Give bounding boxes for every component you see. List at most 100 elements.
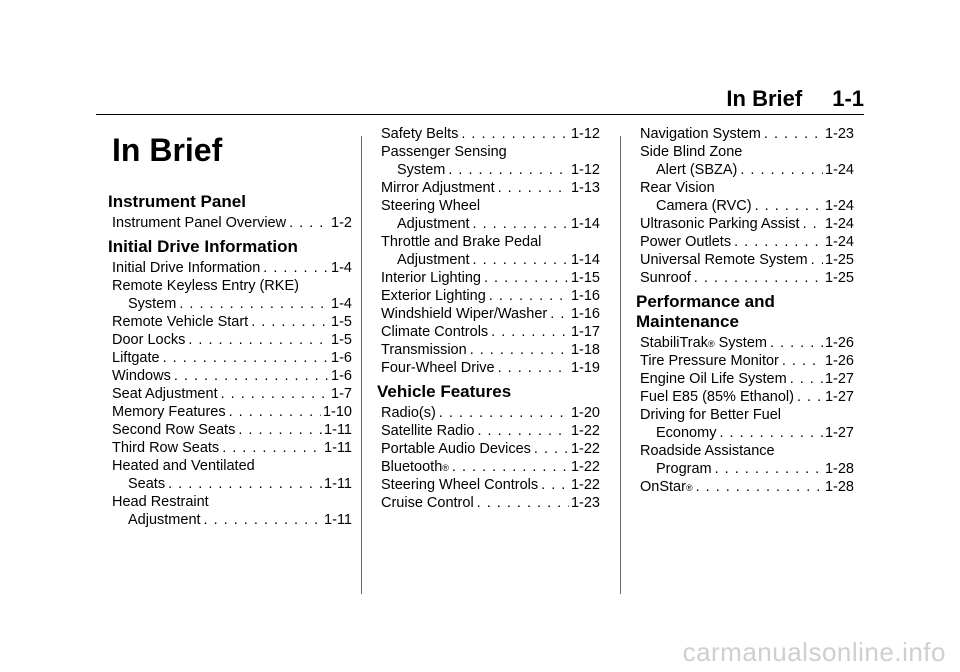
toc-entry-title: Satellite Radio (381, 423, 475, 439)
toc-entry-line: Engine Oil Life System1-27 (640, 370, 854, 388)
toc-entry-title: Mirror Adjustment (381, 180, 495, 196)
dot-leader (790, 370, 823, 388)
toc-entry[interactable]: Third Row Seats1-11 (112, 439, 352, 457)
toc-entry-page: 1-14 (570, 252, 600, 268)
toc-entry-title: Portable Audio Devices (381, 441, 531, 457)
toc-entry[interactable]: Second Row Seats1-11 (112, 421, 352, 439)
toc-entry[interactable]: Universal Remote System1-25 (640, 251, 854, 269)
toc-entry-line: System1-4 (112, 295, 352, 313)
toc-entry[interactable]: Remote Vehicle Start1-5 (112, 313, 352, 331)
toc-entry[interactable]: OnStar®1-28 (640, 478, 854, 496)
running-head-page-number: 1-1 (832, 86, 864, 111)
toc-entry-title: Seat Adjustment (112, 386, 218, 402)
toc-entry-line: Instrument Panel Overview1-2 (112, 214, 352, 232)
toc-entry-page: 1-24 (824, 198, 854, 214)
toc-entry[interactable]: Tire Pressure Monitor1-26 (640, 352, 854, 370)
toc-entry[interactable]: Ultrasonic Parking Assist1-24 (640, 215, 854, 233)
toc-entry-line: Seats1-11 (112, 475, 352, 493)
toc-entry[interactable]: Sunroof1-25 (640, 269, 854, 287)
toc-entry-line: Third Row Seats1-11 (112, 439, 352, 457)
toc-entry-title: Sunroof (640, 270, 691, 286)
dot-leader (797, 388, 823, 406)
toc-entry-page: 1-6 (331, 350, 352, 366)
toc-entry[interactable]: Climate Controls1-17 (381, 323, 600, 341)
toc-entry[interactable]: Portable Audio Devices1-22 (381, 440, 600, 458)
toc-entry-title: System (397, 162, 446, 178)
dot-leader (473, 251, 569, 269)
dot-leader (498, 179, 569, 197)
toc-entry-line: Liftgate1-6 (112, 349, 352, 367)
toc-entry[interactable]: Mirror Adjustment1-13 (381, 179, 600, 197)
toc-entry-title: Steering Wheel Controls (381, 477, 539, 493)
dot-leader (251, 313, 329, 331)
toc-entry-title: Remote Vehicle Start (112, 314, 249, 330)
toc-entry-page: 1-6 (331, 368, 352, 384)
toc-entry[interactable]: Power Outlets1-24 (640, 233, 854, 251)
toc-entry[interactable]: Memory Features1-10 (112, 403, 352, 421)
toc-entry[interactable]: Steering Wheel Controls1-22 (381, 476, 600, 494)
column-divider (361, 136, 362, 594)
toc-entry[interactable]: Navigation System1-23 (640, 125, 854, 143)
toc-entry[interactable]: Liftgate1-6 (112, 349, 352, 367)
toc-entry[interactable]: Door Locks1-5 (112, 331, 352, 349)
toc-entry-line: Windows1-6 (112, 367, 352, 385)
toc-entry[interactable]: Instrument Panel Overview1-2 (112, 214, 352, 232)
toc-entry[interactable]: Roadside AssistanceProgram1-28 (640, 442, 854, 478)
dot-leader (163, 349, 329, 367)
toc-entry-title: Seats (128, 476, 166, 492)
toc-entry[interactable]: Bluetooth®1-22 (381, 458, 600, 476)
toc-entry[interactable]: Heated and VentilatedSeats1-11 (112, 457, 352, 493)
toc-entry-page: 1-23 (824, 126, 854, 142)
toc-entry[interactable]: Four-Wheel Drive1-19 (381, 359, 600, 377)
toc-entry-line: Remote Vehicle Start1-5 (112, 313, 352, 331)
toc-entry-line: Adjustment1-14 (381, 215, 600, 233)
toc-entry[interactable]: Fuel E85 (85% Ethanol)1-27 (640, 388, 854, 406)
toc-entry-line: Camera (RVC) 1-24 (640, 197, 854, 215)
toc-entry-page: 1-19 (570, 360, 600, 376)
toc-entry-title: Tire Pressure Monitor (640, 353, 779, 369)
toc-entry-line: Interior Lighting1-15 (381, 269, 600, 287)
toc-entry[interactable]: Engine Oil Life System1-27 (640, 370, 854, 388)
toc-entry-title: Camera (RVC) (656, 198, 752, 214)
toc-entry[interactable]: Windows1-6 (112, 367, 352, 385)
toc-entry[interactable]: Steering WheelAdjustment1-14 (381, 197, 600, 233)
dot-leader (491, 323, 569, 341)
toc-entry-title: Adjustment (397, 216, 470, 232)
toc-entry[interactable]: Head RestraintAdjustment1-11 (112, 493, 352, 529)
toc-entry[interactable]: StabiliTrak® System1-26 (640, 334, 854, 352)
dot-leader (204, 511, 323, 529)
toc-entry[interactable]: Driving for Better FuelEconomy1-27 (640, 406, 854, 442)
toc-entry-title: Alert (SBZA) (656, 162, 738, 178)
toc-entry[interactable]: Passenger SensingSystem1-12 (381, 143, 600, 179)
toc-entry-line: Door Locks1-5 (112, 331, 352, 349)
toc-entry-line: Roadside Assistance (640, 442, 854, 460)
toc-entry-line: Alert (SBZA)1-24 (640, 161, 854, 179)
toc-entry-title: Fuel E85 (85% Ethanol) (640, 389, 794, 405)
toc-entry-line: Safety Belts1-12 (381, 125, 600, 143)
toc-entry-title: Safety Belts (381, 126, 459, 142)
dot-leader (439, 404, 569, 422)
toc-entry-title: Instrument Panel Overview (112, 215, 287, 231)
toc-entry[interactable]: Safety Belts1-12 (381, 125, 600, 143)
toc-entry[interactable]: Remote Keyless Entry (RKE)System1-4 (112, 277, 352, 313)
toc-entry[interactable]: Transmission1-18 (381, 341, 600, 359)
toc-entry-page: 1-7 (331, 386, 352, 402)
toc-entry[interactable]: Exterior Lighting1-16 (381, 287, 600, 305)
toc-entry[interactable]: Seat Adjustment 1-7 (112, 385, 352, 403)
toc-entry[interactable]: Radio(s)1-20 (381, 404, 600, 422)
toc-entry[interactable]: Initial Drive Information1-4 (112, 259, 352, 277)
toc-entry-page: 1-11 (324, 440, 352, 456)
toc-entry-line: Initial Drive Information1-4 (112, 259, 352, 277)
dot-leader (550, 305, 569, 323)
toc-entry-page: 1-4 (331, 296, 352, 312)
dot-leader (498, 359, 569, 377)
toc-entry[interactable]: Satellite Radio1-22 (381, 422, 600, 440)
toc-entry[interactable]: Interior Lighting1-15 (381, 269, 600, 287)
toc-entry[interactable]: Windshield Wiper/Washer1-16 (381, 305, 600, 323)
toc-entry-line: Radio(s)1-20 (381, 404, 600, 422)
toc-entry[interactable]: Cruise Control1-23 (381, 494, 600, 512)
toc-entry[interactable]: Throttle and Brake PedalAdjustment1-14 (381, 233, 600, 269)
